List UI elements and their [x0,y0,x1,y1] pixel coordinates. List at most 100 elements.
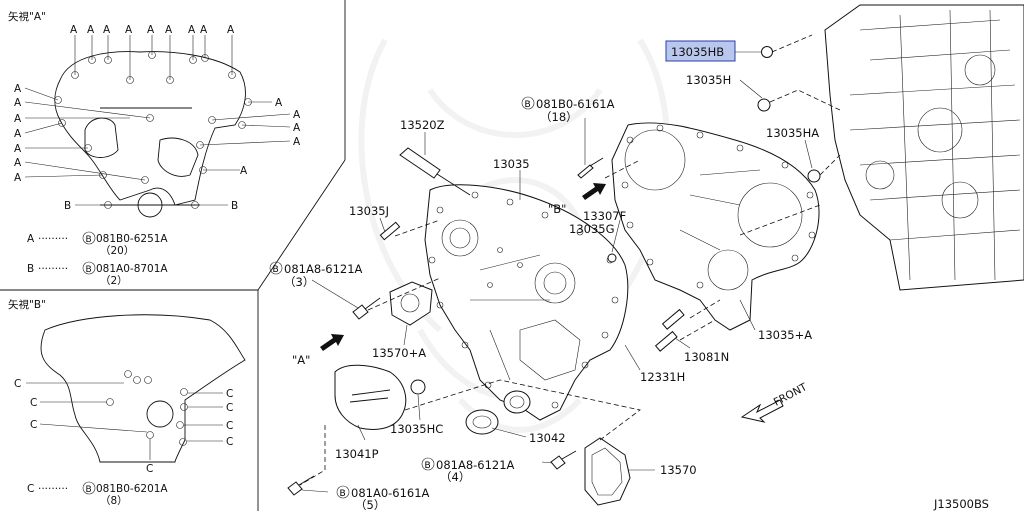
gasket-13570 [584,437,631,506]
svg-text:B: B [425,461,431,471]
svg-text:A: A [103,24,111,36]
callout-13307f[interactable]: 13307F [583,209,626,223]
svg-text:·········: ········· [38,263,68,275]
callout-13035ha[interactable]: 13035HA [766,126,819,140]
svg-text:A: A [87,24,95,36]
svg-text:A: A [14,97,22,109]
callout-13035a[interactable]: 13035+A [758,328,812,342]
arrow-label-b: "B" [548,202,566,216]
callout-bolt-081a8-6121a-4[interactable]: B 081A8-6121A （4） [421,457,515,484]
svg-text:C: C [30,397,37,409]
svg-text:B: B [340,489,346,499]
svg-text:081A0-8701A: 081A0-8701A [96,263,168,275]
highlight-box [665,40,736,62]
svg-text:A: A [165,24,173,36]
svg-text:（20）: （20） [100,245,134,257]
svg-text:·········: ········· [38,483,68,495]
callout-bolt-081b0-6161a[interactable]: B 081B0-6161A （18） [521,96,615,124]
svg-text:A: A [14,143,22,155]
engine-block [824,4,1024,291]
svg-text:081B0-6161A: 081B0-6161A [536,97,615,111]
svg-text:（8）: （8） [100,495,128,507]
view-b-inset: 矢視"B" C C C C C C C C C ········· B 081B… [8,298,246,507]
svg-text:A: A [227,24,235,36]
view-a-title: 矢視"A" [8,10,46,23]
svg-text:A: A [293,136,301,148]
callout-12331h[interactable]: 12331H [640,370,685,384]
callout-13035hb[interactable]: 13035HB [671,45,724,59]
svg-text:B: B [27,263,34,275]
dowel-pins [379,221,685,352]
svg-text:B: B [231,200,238,212]
callout-13041p[interactable]: 13041P [335,447,379,461]
o-ring-13035hc [410,379,426,395]
svg-text:A: A [70,24,78,36]
svg-text:081B0-6201A: 081B0-6201A [96,483,168,495]
callout-13035[interactable]: 13035 [493,157,530,171]
svg-text:C: C [226,420,233,432]
svg-text:A: A [14,113,22,125]
svg-text:A: A [14,83,22,95]
view-a-legend: A ········· B 081B0-6251A （20） B ·······… [27,231,168,287]
svg-text:（18）: （18） [540,110,578,124]
callout-bolt-081a0-6161a[interactable]: B 081A0-6161A （5） [336,485,430,512]
svg-text:081A8-6121A: 081A8-6121A [436,458,515,472]
rear-cover-plate [611,122,820,331]
bolts [287,157,604,496]
callout-13035h[interactable]: 13035H [686,73,731,87]
svg-text:B: B [64,200,71,212]
svg-text:C: C [14,378,21,390]
svg-text:C: C [27,483,34,495]
svg-text:A: A [275,97,283,109]
svg-text:A: A [200,24,208,36]
svg-text:A: A [125,24,133,36]
svg-text:C: C [226,402,233,414]
svg-text:B: B [525,100,531,110]
o-ring-13035h [757,46,821,183]
svg-text:A: A [27,233,35,245]
svg-text:B: B [86,235,92,245]
svg-text:081A0-6161A: 081A0-6161A [351,486,430,500]
front-arrow [740,399,784,423]
svg-text:A: A [14,172,22,184]
callout-13570a[interactable]: 13570+A [372,346,426,360]
svg-text:·········: ········· [38,233,68,245]
callout-13042[interactable]: 13042 [529,431,566,445]
callout-13570[interactable]: 13570 [660,463,697,477]
svg-text:A: A [14,157,22,169]
svg-text:B: B [86,265,92,275]
view-arrows [320,183,606,351]
svg-text:C: C [30,419,37,431]
svg-text:A: A [188,24,196,36]
svg-text:A: A [293,109,301,121]
callout-13035hc[interactable]: 13035HC [390,422,443,436]
svg-text:C: C [146,463,153,475]
svg-text:C: C [226,388,233,400]
svg-text:081A8-6121A: 081A8-6121A [284,262,363,276]
callout-leaders [301,51,813,493]
dipstick-tube [399,147,471,196]
arrow-label-a: "A" [292,353,310,367]
svg-text:081B0-6251A: 081B0-6251A [96,233,168,245]
view-b-title: 矢視"B" [8,298,46,311]
svg-text:（2）: （2） [100,275,128,287]
front-label: FRONT [772,381,810,409]
callout-13520z[interactable]: 13520Z [400,118,445,132]
svg-text:A: A [240,165,248,177]
callout-bolt-081a8-6121a-3[interactable]: B 081A8-6121A （3） [269,261,363,289]
svg-text:A: A [14,128,22,140]
svg-text:A: A [293,122,301,134]
svg-text:B: B [273,265,279,275]
callout-13035j[interactable]: 13035J [349,204,389,218]
svg-text:（3）: （3） [284,275,314,289]
panel-dividers [0,0,346,511]
svg-text:B: B [86,485,92,495]
callout-13081n[interactable]: 13081N [684,350,729,364]
water-pump-cover [334,364,407,430]
gasket-13570a [389,281,433,326]
front-timing-cover [424,184,629,421]
assembly-lines [299,34,841,486]
callout-13035g[interactable]: 13035G [569,222,615,236]
